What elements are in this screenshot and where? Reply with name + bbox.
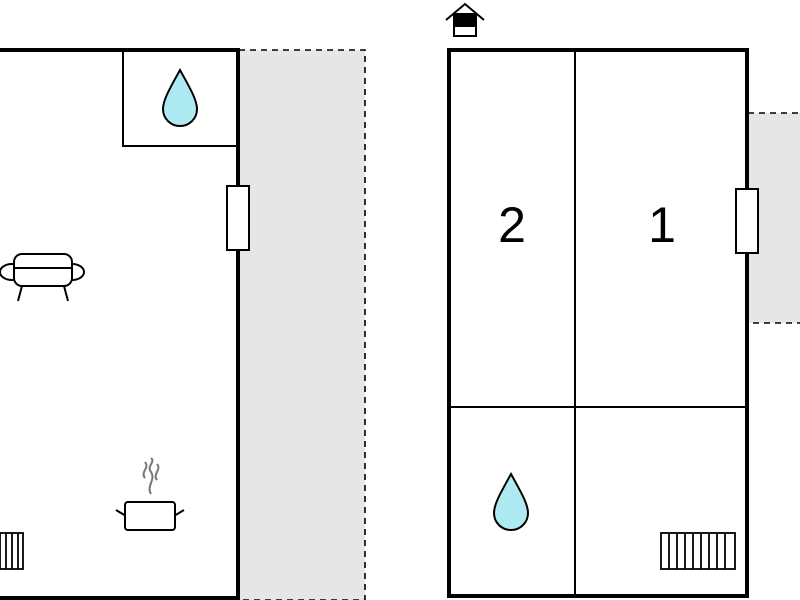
left-unit-walls	[0, 48, 240, 600]
bathroom-drop-icon	[492, 471, 530, 532]
right-unit-walls	[447, 48, 749, 598]
radiator-icon	[660, 532, 736, 570]
left-terrace	[238, 49, 366, 600]
left-bathroom	[122, 49, 239, 147]
radiator-icon	[0, 532, 24, 570]
right-unit: 2 1	[445, 2, 800, 598]
sofa-icon	[0, 253, 85, 302]
entrance-icon	[445, 2, 485, 37]
kitchen-pot-icon	[115, 457, 185, 531]
room-label-1: 1	[648, 197, 676, 253]
door-icon	[226, 185, 250, 251]
room-label-2: 2	[498, 197, 526, 253]
right-terrace	[747, 112, 800, 324]
door-icon	[735, 188, 759, 254]
bathroom-drop-icon	[161, 67, 199, 128]
left-unit	[0, 48, 366, 600]
